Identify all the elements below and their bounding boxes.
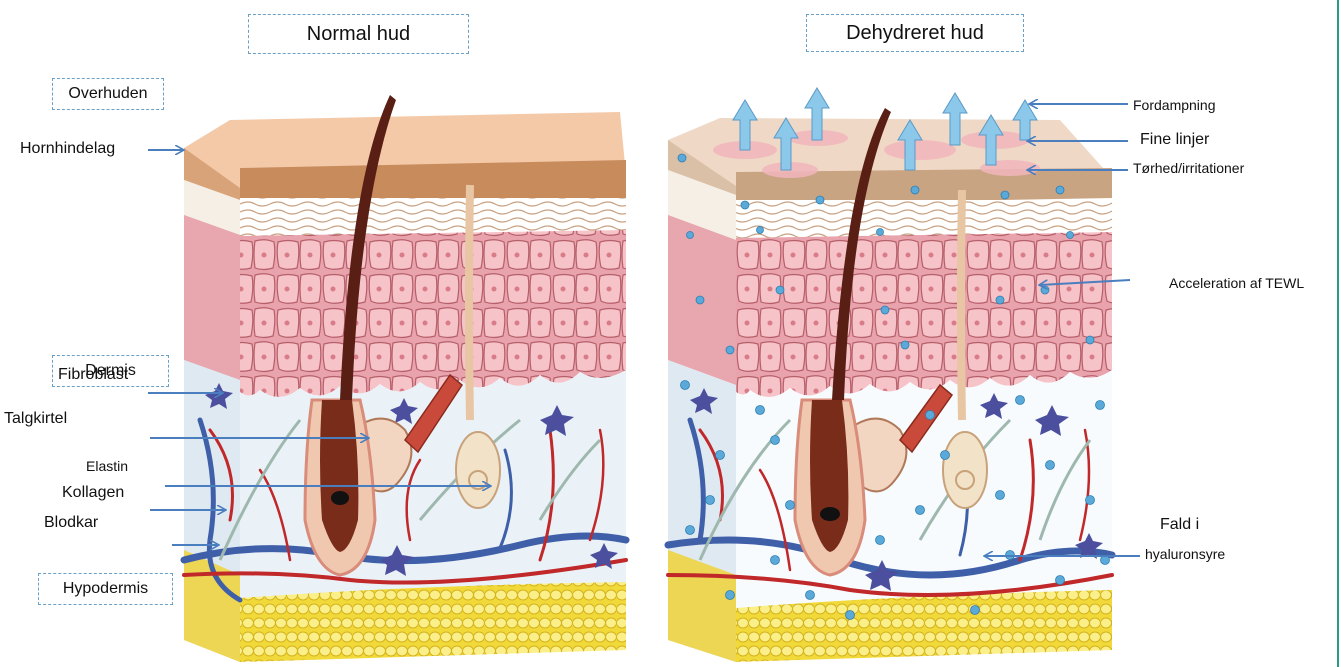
title-normal-skin: Normal hud: [248, 14, 469, 54]
label-blodkar: Blodkar: [44, 514, 98, 532]
dehydrated-epidermis-cells: [736, 232, 1112, 397]
label-fordampning: Fordampning: [1133, 97, 1216, 113]
normal-hair-papilla: [331, 491, 349, 505]
normal-skin-block: [184, 95, 626, 662]
label-hornhindelag: Hornhindelag: [20, 140, 115, 158]
title-dehydrated-skin-text: Dehydreret hud: [846, 22, 984, 45]
label-kollagen: Kollagen: [62, 484, 124, 502]
label-tewl: Acceleration af TEWL: [1169, 275, 1304, 291]
label-fald-i: Fald i: [1160, 516, 1199, 534]
label-hyaluronsyre: hyaluronsyre: [1145, 546, 1225, 562]
label-fibroblast: Fibroblast: [58, 366, 128, 384]
normal-sweat-gland: [469, 185, 470, 420]
box-hypodermis: Hypodermis: [38, 573, 173, 605]
label-elastin: Elastin: [86, 458, 128, 474]
label-overhuden: Overhuden: [68, 85, 147, 103]
box-overhuden: Overhuden: [52, 78, 164, 110]
dehydrated-skin-block: [668, 88, 1112, 662]
dehydrated-sweat-gland: [961, 190, 962, 420]
title-dehydrated-skin: Dehydreret hud: [806, 14, 1024, 52]
label-talgkirtel: Talgkirtel: [4, 410, 67, 428]
label-torhed: Tørhed/irritationer: [1133, 160, 1244, 176]
label-fine-linjer: Fine linjer: [1140, 131, 1209, 149]
title-normal-skin-text: Normal hud: [307, 23, 410, 46]
label-hypodermis: Hypodermis: [63, 580, 148, 598]
normal-epidermis-cells: [240, 230, 626, 397]
